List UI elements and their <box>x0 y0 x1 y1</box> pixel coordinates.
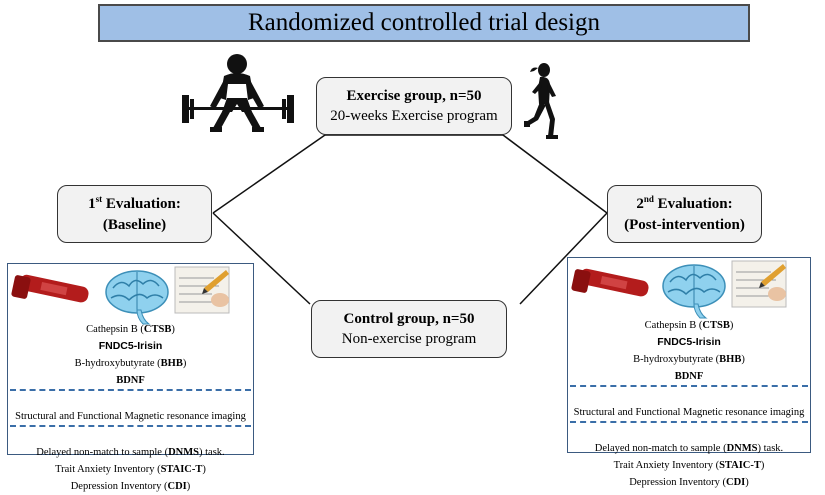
measure-staic-prefix: Trait Anxiety Inventory ( <box>55 464 161 475</box>
divider-dashed <box>570 385 808 404</box>
measure-bdnf: BDNF <box>116 375 145 386</box>
evaluation-2-box: 2nd Evaluation: (Post-intervention) <box>607 185 762 243</box>
divider-dashed <box>10 425 251 444</box>
evaluation-2-superscript: nd <box>643 194 654 205</box>
baseline-measures-list: Cathepsin B (CTSB) FNDC5-Irisin B-hydrox… <box>8 321 253 495</box>
control-group-subtitle: Non-exercise program <box>341 331 477 347</box>
measure-ctsb-abbr: CTSB <box>143 324 172 335</box>
diagram-title: Randomized controlled trial design <box>98 4 750 42</box>
post-intervention-measures-list: Cathepsin B (CTSB) FNDC5-Irisin B-hydrox… <box>568 317 810 491</box>
measure-dnms-suffix: ) task. <box>199 447 225 458</box>
measure-bhb-suffix: ) <box>182 358 187 369</box>
measure-staic-prefix: Trait Anxiety Inventory ( <box>613 460 720 471</box>
baseline-measures-panel: Cathepsin B (CTSB) FNDC5-Irisin B-hydrox… <box>7 263 254 492</box>
measure-bhb-suffix: ) <box>741 354 745 365</box>
divider-dashed <box>570 421 808 440</box>
evaluation-2-title: 2nd Evaluation: <box>636 193 732 214</box>
post-intervention-measures-panel: Cathepsin B (CTSB) FNDC5-Irisin B-hydrox… <box>567 257 811 488</box>
measure-fndc5: FNDC5-Irisin <box>98 340 163 352</box>
measure-ctsb: Cathepsin B (CTSB) <box>568 317 810 334</box>
measure-dnms-abbr: DNMS <box>168 447 200 458</box>
exercise-group-title: Exercise group, n=50 <box>346 87 482 104</box>
measure-staic-abbr: STAIC-T <box>160 464 203 475</box>
measure-ctsb-suffix: ) <box>729 320 734 331</box>
control-group-title: Control group, n=50 <box>343 310 475 327</box>
exercise-group-box: Exercise group, n=50 20-weeks Exercise p… <box>316 77 512 135</box>
measure-cdi-prefix: Depression Inventory ( <box>70 481 168 492</box>
measure-fndc5: FNDC5-Irisin <box>657 336 721 348</box>
divider-dashed <box>10 389 251 408</box>
measure-bhb-abbr: BHB <box>719 354 742 365</box>
measure-bhb-abbr: BHB <box>160 358 183 369</box>
measure-mri: Structural and Functional Magnetic reson… <box>15 411 246 422</box>
measure-ctsb-prefix: Cathepsin B ( <box>86 324 144 335</box>
evaluation-2-label: Evaluation: <box>653 196 733 213</box>
measure-staic-suffix: ) <box>202 464 206 475</box>
measure-cdi: Depression Inventory (CDI) <box>568 474 810 491</box>
measure-dnms-prefix: Delayed non-match to sample ( <box>594 443 727 454</box>
questionnaire-icon <box>731 260 787 308</box>
measure-ctsb: Cathepsin B (CTSB) <box>8 321 253 338</box>
measure-staic-abbr: STAIC-T <box>719 460 761 471</box>
measure-dnms-suffix: ) task. <box>757 443 784 454</box>
measure-bhb: B-hydroxybutyrate (BHB) <box>568 351 810 368</box>
questionnaire-icon <box>174 266 230 314</box>
measure-ctsb-abbr: CTSB <box>702 320 730 331</box>
measure-ctsb-prefix: Cathepsin B ( <box>644 320 703 331</box>
brain-icon <box>662 264 726 319</box>
control-group-box: Control group, n=50 Non-exercise program <box>311 300 507 358</box>
measure-dnms: Delayed non-match to sample (DNMS) task. <box>8 444 253 461</box>
measure-cdi-abbr: CDI <box>726 477 746 488</box>
measure-bhb-prefix: B-hydroxybutyrate ( <box>74 358 161 369</box>
measure-mri: Structural and Functional Magnetic reson… <box>573 407 805 418</box>
evaluation-1-box: 1st Evaluation: (Baseline) <box>57 185 212 243</box>
measure-dnms-abbr: DNMS <box>726 443 758 454</box>
runner-icon <box>524 63 558 139</box>
measure-bhb: B-hydroxybutyrate (BHB) <box>8 355 253 372</box>
measure-staic: Trait Anxiety Inventory (STAIC-T) <box>568 457 810 474</box>
measure-cdi-prefix: Depression Inventory ( <box>629 477 727 488</box>
evaluation-2-sub: (Post-intervention) <box>624 216 745 233</box>
measure-cdi-abbr: CDI <box>167 481 187 492</box>
brain-icon <box>105 270 169 325</box>
measure-cdi: Depression Inventory (CDI) <box>8 478 253 495</box>
measure-dnms-prefix: Delayed non-match to sample ( <box>36 447 169 458</box>
evaluation-1-sub: (Baseline) <box>102 216 167 233</box>
measure-cdi-suffix: ) <box>186 481 191 492</box>
evaluation-1-title: 1st Evaluation: <box>88 193 181 214</box>
measure-dnms: Delayed non-match to sample (DNMS) task. <box>568 440 810 457</box>
measure-staic: Trait Anxiety Inventory (STAIC-T) <box>8 461 253 478</box>
measure-bhb-prefix: B-hydroxybutyrate ( <box>633 354 720 365</box>
exercise-group-subtitle: 20-weeks Exercise program <box>330 108 498 124</box>
measure-staic-suffix: ) <box>760 460 765 471</box>
measure-cdi-suffix: ) <box>745 477 749 488</box>
blood-tube-icon <box>11 274 89 303</box>
measure-ctsb-suffix: ) <box>171 324 175 335</box>
evaluation-1-superscript: st <box>95 194 103 205</box>
measure-bdnf: BDNF <box>674 371 704 382</box>
evaluation-1-label: Evaluation: <box>102 196 181 213</box>
evaluation-1-number: 1 <box>88 196 96 213</box>
connector-lines <box>212 134 608 305</box>
blood-tube-icon <box>571 268 649 297</box>
evaluation-2-number: 2 <box>636 196 644 213</box>
weightlifter-icon <box>182 54 294 132</box>
